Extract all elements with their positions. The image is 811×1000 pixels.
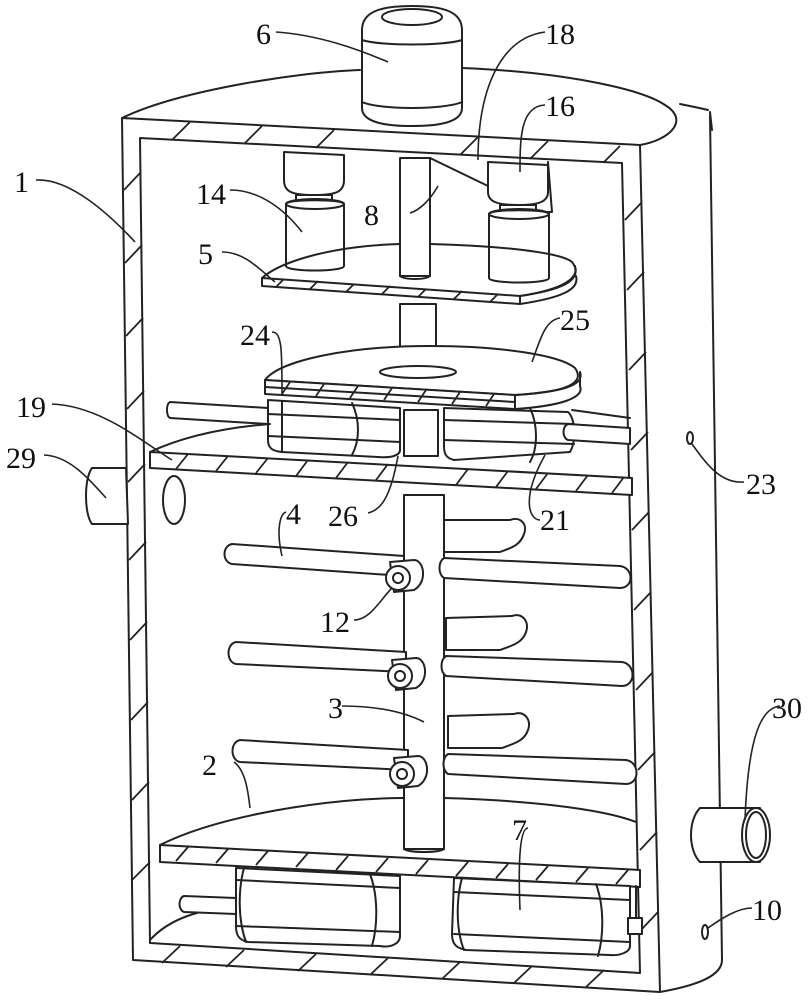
middle-motor-right [443, 407, 631, 463]
middle-motor-left [166, 399, 401, 459]
label-16: 16 [545, 90, 575, 123]
upper-port [686, 431, 694, 445]
tank-body [121, 67, 723, 993]
right-cylinder-assembly [487, 161, 550, 284]
label-23: 23 [746, 468, 776, 501]
label-2: 2 [202, 749, 217, 782]
label-4: 4 [286, 498, 301, 531]
label-26: 26 [328, 500, 358, 533]
label-25: 25 [560, 304, 590, 337]
rod-row-2 [227, 614, 634, 691]
upper-plate [261, 243, 578, 305]
label-1: 1 [14, 166, 29, 199]
label-10: 10 [752, 894, 782, 927]
top-motor [361, 5, 463, 127]
label-8: 8 [364, 199, 379, 232]
inlet-pipe [85, 467, 129, 525]
label-29: 29 [6, 442, 36, 475]
stirring-rods [223, 518, 638, 789]
label-18: 18 [545, 18, 575, 51]
middle-partition [149, 423, 633, 525]
lower-port [701, 924, 709, 940]
rod-row-3 [231, 712, 638, 789]
bottom-partition [159, 797, 641, 888]
label-3: 3 [328, 692, 343, 725]
part-labels: 6 18 16 1 14 8 5 24 25 19 29 26 21 23 4 … [6, 18, 802, 927]
sleeve [403, 409, 439, 457]
outlet-pipe [690, 807, 771, 863]
left-cylinder-assembly [283, 151, 345, 272]
label-24: 24 [240, 319, 270, 352]
bottom-motors [149, 867, 643, 957]
label-21: 21 [540, 504, 570, 537]
label-30: 30 [772, 692, 802, 725]
disc-hatching [281, 381, 495, 407]
wall-hatching [123, 121, 659, 988]
label-12: 12 [320, 606, 350, 639]
rotating-disc [264, 345, 582, 410]
rod-row-1 [223, 518, 632, 593]
bracket [429, 157, 489, 187]
label-14: 14 [196, 178, 226, 211]
label-5: 5 [198, 238, 213, 271]
label-19: 19 [16, 391, 46, 424]
leader-lines [35, 31, 781, 929]
upper-shaft [399, 157, 431, 280]
label-7: 7 [512, 814, 527, 847]
label-6: 6 [256, 18, 271, 51]
